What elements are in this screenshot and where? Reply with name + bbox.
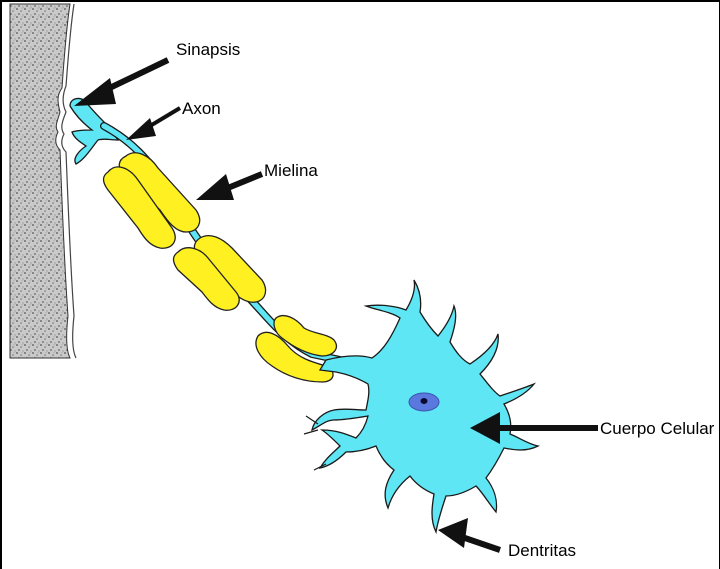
label-dentritas: Dentritas [508,541,576,560]
nucleolus [421,398,428,404]
arrow-dentritas [438,518,500,550]
pointer-arrows [74,60,598,550]
target-tissue [10,4,70,358]
label-mielina: Mielina [264,161,318,180]
label-cuerpo-celular: Cuerpo Celular [600,419,715,438]
label-axon: Axon [182,99,221,118]
label-sinapsis: Sinapsis [176,40,240,59]
arrow-axon [126,108,180,140]
arrow-mielina [196,174,262,200]
arrow-sinapsis [74,60,168,106]
